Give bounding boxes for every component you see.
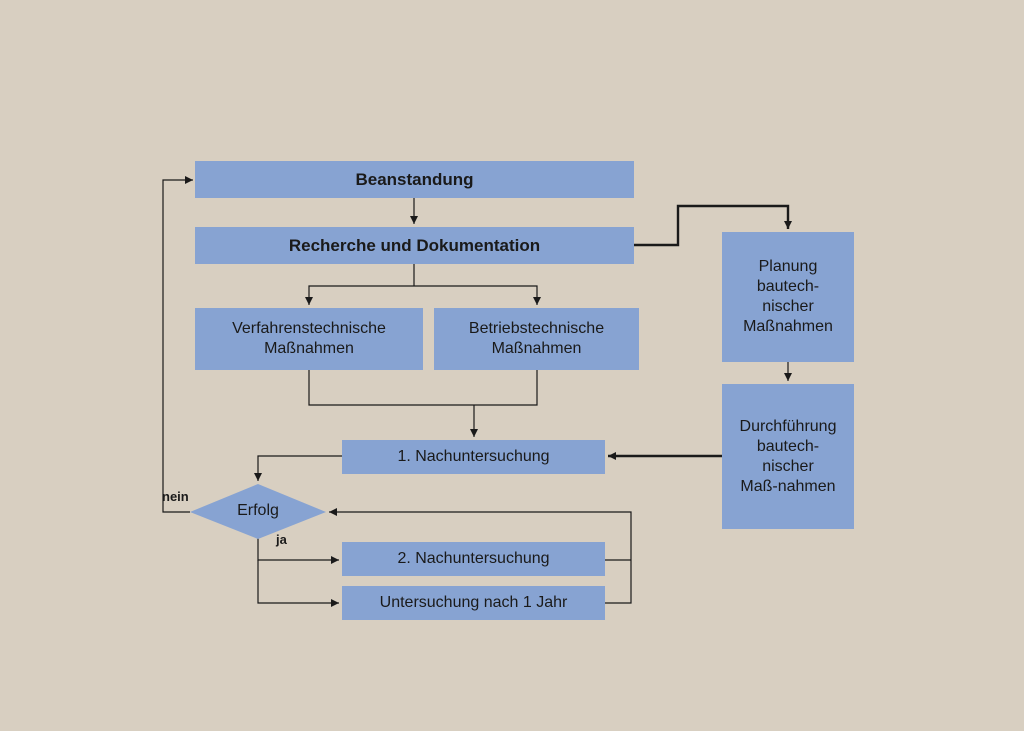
- edge-erfolg-ja-nach2: [257, 538, 339, 564]
- edge-recherche-planung: [634, 204, 792, 247]
- edge-label-nein: nein: [162, 489, 189, 504]
- node-verfahrenstechnische-massnahmen: Verfahrenstechnische Maßnahmen: [195, 308, 423, 370]
- node-untersuchung-nach-1-jahr: Untersuchung nach 1 Jahr: [342, 586, 605, 620]
- node-2-nachuntersuchung: 2. Nachuntersuchung: [342, 542, 605, 576]
- edge-split-betrieb: [414, 285, 541, 305]
- node-betriebstechnische-massnahmen: Betriebstechnische Maßnahmen: [434, 308, 639, 370]
- edge-erfolg-nein-beanstandung: [162, 176, 193, 513]
- erfolg-label: Erfolg: [237, 502, 279, 519]
- erfolg-decision-diamond: [190, 484, 326, 539]
- edge-nach1-erfolg: [254, 455, 342, 481]
- node-1-nachuntersuchung: 1. Nachuntersuchung: [342, 440, 605, 474]
- node-beanstandung: Beanstandung: [195, 161, 634, 198]
- node-durchfuehrung-bautechnischer-massnahmen: Durchführung bautech- nischer Maß-nahmen: [722, 384, 854, 529]
- edge-jahr-feedback-erfolg: [329, 508, 632, 604]
- edge-label-ja: ja: [276, 532, 287, 547]
- edge-split-verfahren: [305, 285, 414, 305]
- node-planung-bautechnischer-massnahmen: Planung bautech- nischer Maßnahmen: [722, 232, 854, 362]
- node-recherche-dokumentation: Recherche und Dokumentation: [195, 227, 634, 264]
- edge-erfolg-ja-jahr: [257, 560, 339, 607]
- edge-verfahren-merge: [308, 370, 538, 406]
